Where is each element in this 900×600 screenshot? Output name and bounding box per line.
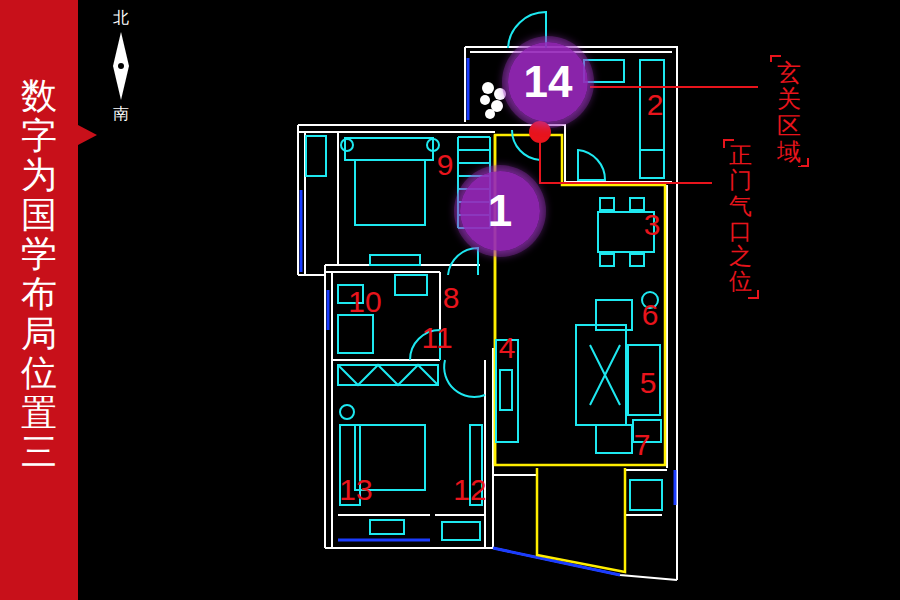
- position-number: 10: [348, 287, 381, 317]
- callout-text: 玄关区域: [777, 60, 801, 166]
- position-number: 12: [453, 475, 486, 505]
- position-number: 5: [640, 368, 657, 398]
- position-number: 6: [642, 300, 659, 330]
- position-number: 4: [499, 333, 516, 363]
- position-number: 3: [644, 210, 661, 240]
- position-number: 2: [647, 90, 664, 120]
- compass-north: 北: [113, 10, 129, 26]
- callout-text: 正门气口之位: [729, 143, 752, 295]
- circle-number: 1: [488, 186, 512, 236]
- purple-circle: 1: [460, 171, 540, 251]
- position-number: 9: [437, 150, 454, 180]
- compass-south: 南: [113, 106, 129, 122]
- vertical-title: 数字为国学布局位置三: [21, 76, 57, 472]
- position-number: 7: [634, 430, 651, 460]
- position-number: 11: [421, 323, 452, 353]
- position-number: 8: [443, 283, 460, 313]
- purple-circle: 14: [508, 42, 588, 122]
- position-number: 13: [339, 475, 372, 505]
- circle-number: 14: [524, 57, 573, 107]
